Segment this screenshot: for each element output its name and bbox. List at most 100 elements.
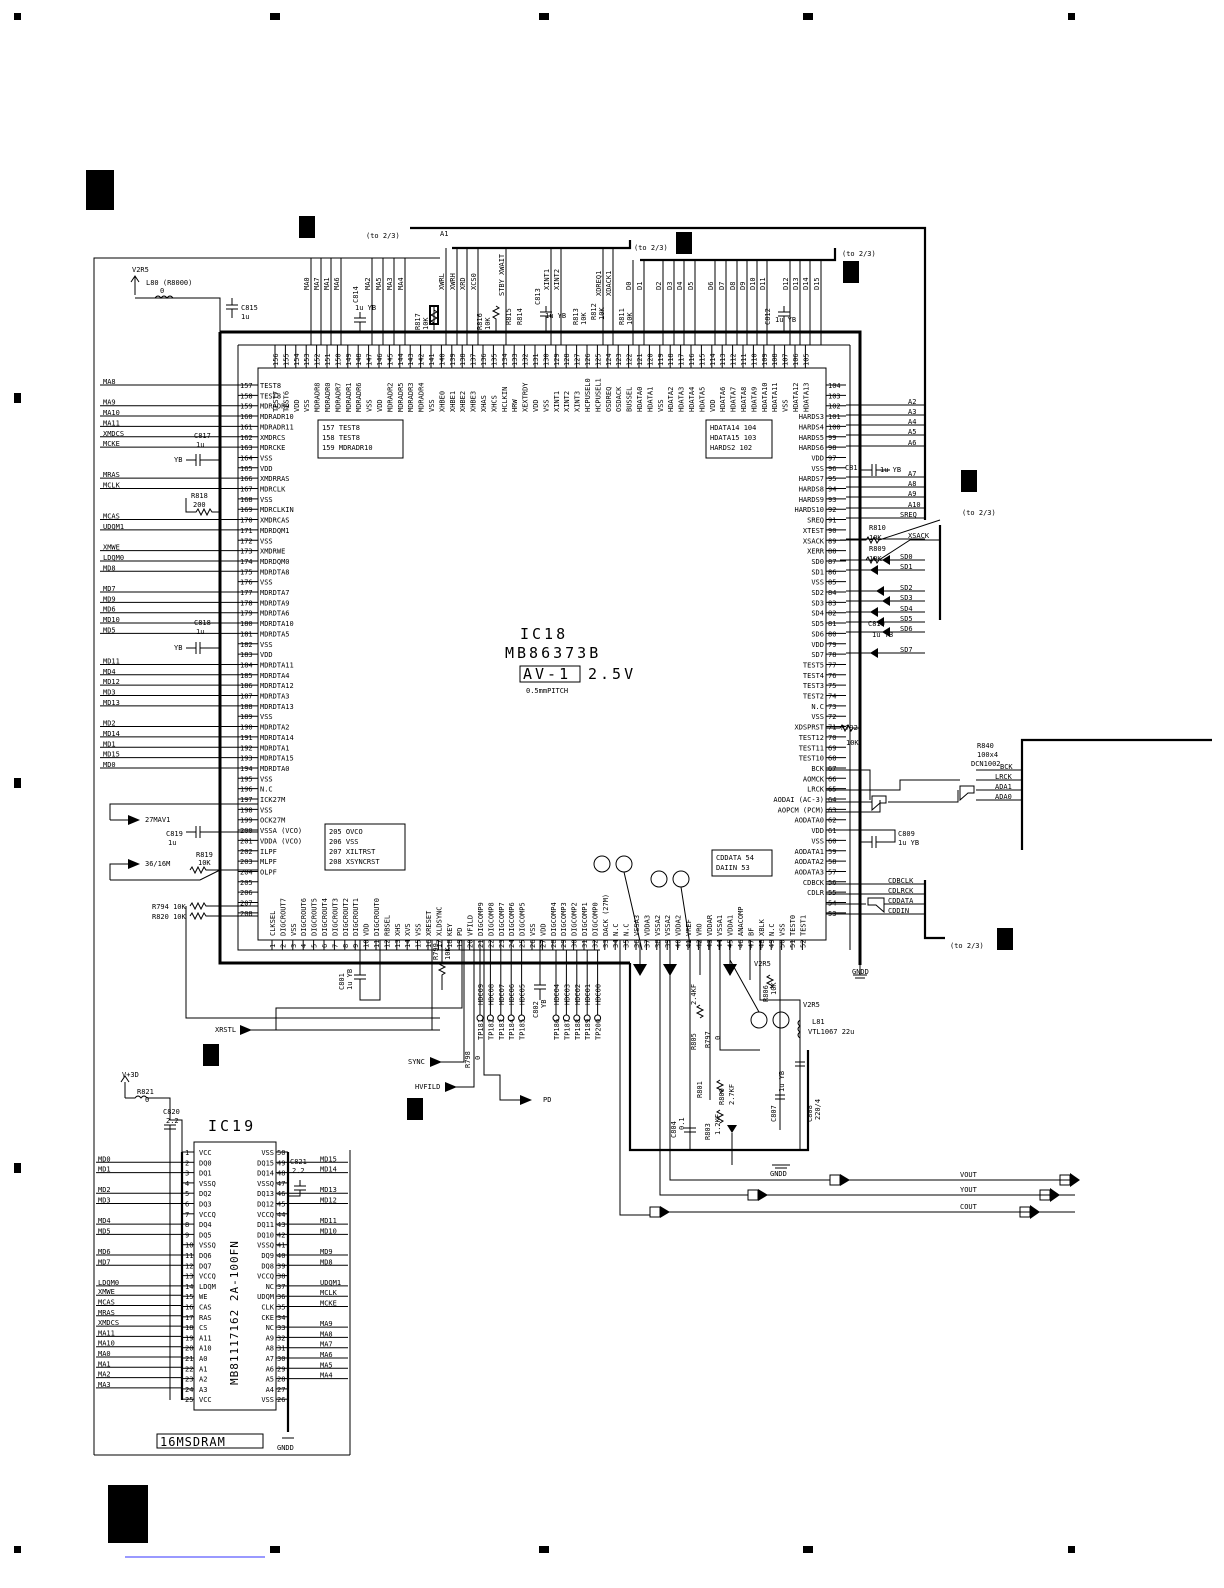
pin-signal: SD6 xyxy=(811,630,824,638)
pin-signal: AOPCM (PCM) xyxy=(778,806,824,814)
net-label: MD9 xyxy=(320,1248,333,1256)
c801-ref: C801 xyxy=(338,973,346,990)
pin-number: 102 xyxy=(828,403,841,411)
test-point-label: TP184 xyxy=(508,1019,516,1040)
ic18-top-pins: 156TEST7155TEST6154VDD153VSS152MDRADR815… xyxy=(272,345,810,412)
net-label: A5 xyxy=(908,428,916,436)
pin-signal: TEST7 xyxy=(272,391,280,412)
pin-signal: MDRDTA11 xyxy=(260,661,294,669)
pin-number: 64 xyxy=(828,796,836,804)
net-label: SD1 xyxy=(900,563,913,571)
pin-number: 34 xyxy=(277,1314,285,1322)
pin-number: 18 xyxy=(185,1324,193,1332)
pin-signal: SD0 xyxy=(811,558,824,566)
pin-signal: VDDA2 xyxy=(675,915,683,936)
pin-signal: MDRADR4 xyxy=(418,382,426,412)
pin-number: 180 xyxy=(240,620,253,628)
ic18-tag-box xyxy=(519,665,581,683)
pin-signal: DIGCROUT5 xyxy=(311,898,319,936)
pin-signal: HDATA9 xyxy=(750,387,758,412)
net-label: MD7 xyxy=(103,585,116,593)
net-label: MA7 xyxy=(320,1341,333,1349)
pin-number: 23 xyxy=(498,940,506,948)
pin-signal: VSS xyxy=(657,399,665,412)
reg-mark xyxy=(539,1546,549,1553)
v2r5-label: V2R5 xyxy=(132,266,149,274)
pin-number: 127 xyxy=(574,353,582,366)
note-box xyxy=(324,823,406,871)
r811-value: 10K xyxy=(626,312,634,325)
pin-number: 99 xyxy=(828,434,836,442)
pin-number: 156 xyxy=(272,353,280,366)
pin-signal: LRCK xyxy=(807,786,825,794)
pin-signal: VSSA2 xyxy=(654,915,662,936)
r819-value: 10K xyxy=(198,859,211,867)
pin-number: 161 xyxy=(240,423,253,431)
pin-signal: ANACOMP xyxy=(737,906,745,936)
gndd-label: GNDD xyxy=(852,968,869,976)
pin-signal: XEXTRDY xyxy=(522,382,530,412)
note-box xyxy=(317,419,404,459)
ic18-pitch: 0.5mmPITCH xyxy=(526,687,568,695)
net-port xyxy=(876,586,884,596)
pin-signal: MDRADR1 xyxy=(345,382,353,412)
net-label: A4 xyxy=(908,418,916,426)
pin-signal: A4 xyxy=(266,1386,274,1394)
c812-value: 1u YB xyxy=(775,316,796,324)
frame-line xyxy=(93,257,440,1455)
pin-signal: VSS xyxy=(428,399,436,412)
reg-mark xyxy=(803,13,813,20)
r817-value: 10K xyxy=(422,317,430,330)
pin-number: 168 xyxy=(240,496,253,504)
pin-signal: VSS xyxy=(782,399,790,412)
pin-number: 126 xyxy=(584,353,592,366)
test-point-label: TP186 xyxy=(553,1019,561,1040)
r810-value: 10K xyxy=(869,534,882,542)
pin-number: 14 xyxy=(185,1283,193,1291)
net-label: SD6 xyxy=(900,625,913,633)
pin-number: 153 xyxy=(303,353,311,366)
pin-signal: A2 xyxy=(199,1376,207,1384)
video-label: VOUT xyxy=(960,1171,978,1179)
pin-signal: VDD xyxy=(293,399,301,412)
pin-signal: HCPUSEL0 xyxy=(584,378,592,412)
pin-number: 62 xyxy=(828,817,836,825)
hdco-label: HDCO6 xyxy=(508,984,516,1005)
xrstl-label: XRSTL xyxy=(215,1026,236,1034)
r813-value: 10K xyxy=(580,312,588,325)
gndd-label: GNDD xyxy=(770,1170,787,1178)
pin-number: 75 xyxy=(828,682,836,690)
pin-signal: DIGCOMP5 xyxy=(519,902,527,936)
pin-signal: DQ14 xyxy=(257,1170,274,1178)
pin-number: 164 xyxy=(240,454,253,462)
pin-signal: PD xyxy=(456,928,464,936)
test-point xyxy=(562,1014,570,1022)
section-block xyxy=(108,1485,148,1543)
net-label: MA7 xyxy=(313,277,321,290)
c821-symbol xyxy=(288,1180,306,1197)
pin-signal: DQ2 xyxy=(199,1190,212,1198)
sync-label: SYNC xyxy=(408,1058,425,1066)
r819-ref: R819 xyxy=(196,851,213,859)
c818-ref: C818 xyxy=(194,619,211,627)
net-label: D0 xyxy=(625,282,633,290)
pin-number: 138 xyxy=(459,353,467,366)
pin-number: 145 xyxy=(386,353,394,366)
audio-wire xyxy=(826,769,960,813)
reg-mark xyxy=(14,13,21,20)
pin-signal: VCCQ xyxy=(257,1211,274,1219)
pin-number: 40 xyxy=(675,940,683,948)
net-label: D9 xyxy=(739,282,747,290)
net-label: D4 xyxy=(676,282,684,290)
pin-signal: XTEST xyxy=(803,527,825,535)
pin-signal: SD3 xyxy=(811,599,824,607)
pin-signal: DIGCROUT1 xyxy=(352,898,360,936)
pin-number: 125 xyxy=(594,353,602,366)
pin-signal: TEST8 xyxy=(260,392,281,400)
pin-number: 36 xyxy=(633,940,641,948)
reg-mark xyxy=(1068,1546,1075,1553)
pin-signal: ILPF xyxy=(260,848,277,856)
frame-line xyxy=(1020,738,1212,850)
net-label: D2 xyxy=(655,282,663,290)
pin-number: 56 xyxy=(828,879,836,887)
